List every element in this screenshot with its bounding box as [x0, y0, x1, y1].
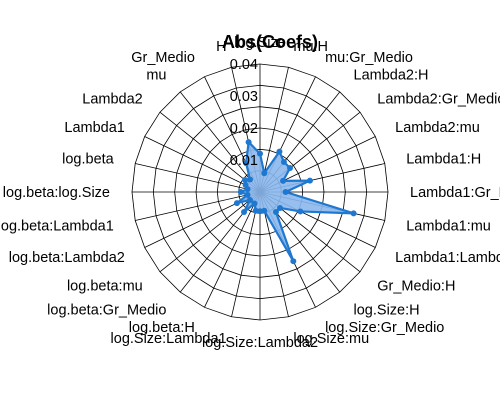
radial-ticks: 0.01 0.02 0.03 0.04	[230, 57, 258, 169]
axis-label: Lambda1:H	[406, 152, 481, 168]
grid-spoke	[179, 91, 261, 193]
data-point	[233, 200, 240, 207]
radar-series	[233, 139, 357, 265]
data-point	[290, 258, 297, 265]
data-point	[245, 139, 252, 146]
axis-label: log.beta:Lambda2	[9, 250, 125, 266]
data-point	[287, 165, 294, 172]
axis-label: log.Size	[234, 35, 286, 51]
axis-label: Lambda2:mu	[395, 120, 480, 136]
grid-spoke	[204, 191, 261, 308]
tick-label: 0.02	[230, 121, 258, 137]
data-point	[261, 170, 268, 177]
tick-label: 0.01	[230, 153, 258, 169]
data-point	[297, 208, 304, 215]
axis-label: Lambda1:Gr_Medio	[410, 185, 500, 201]
grid-spoke	[135, 163, 261, 193]
data-point	[244, 191, 251, 198]
axis-label: log.beta:H	[129, 320, 195, 336]
axis-label: H	[216, 39, 226, 55]
axis-label: log.beta:mu	[67, 279, 143, 295]
grid-spoke	[144, 136, 261, 193]
axis-label: mu:H	[293, 39, 328, 55]
data-point	[282, 189, 289, 195]
data-point	[251, 200, 258, 207]
data-point	[276, 148, 283, 155]
data-point	[242, 182, 249, 189]
grid-spoke	[135, 191, 261, 221]
axis-label: mu:Gr_Medio	[325, 50, 413, 66]
grid-spoke	[159, 191, 261, 273]
data-point	[241, 177, 248, 184]
axis-label: Lambda1	[64, 120, 124, 136]
data-point	[247, 176, 254, 183]
axis-label: mu	[146, 68, 166, 84]
data-point	[306, 177, 313, 184]
axis-label: Gr_Medio	[131, 50, 195, 66]
axis-label: Lambda2:H	[354, 68, 429, 84]
tick-label: 0.03	[230, 89, 258, 105]
data-point	[280, 177, 287, 184]
axis-label: log.beta:Lambda1	[0, 218, 114, 234]
data-point	[252, 207, 259, 214]
axis-label: log.beta:Gr_Medio	[47, 302, 166, 318]
axis-label: log.beta	[62, 152, 115, 168]
data-point	[237, 189, 244, 195]
axis-label: log.Size:Gr_Medio	[325, 320, 444, 336]
axis-label: log.Size:Lambda1	[111, 331, 227, 347]
data-point	[241, 209, 248, 216]
chart-title: Abs(Coefs)	[222, 32, 318, 52]
data-point	[277, 204, 284, 211]
data-point	[243, 160, 250, 167]
tick-label: 0.04	[230, 57, 258, 73]
axis-label: log.Size:H	[354, 302, 420, 318]
axis-label: Lambda2:Gr_Medio	[377, 91, 500, 107]
data-point	[257, 150, 263, 157]
axis-label: log.Size:Lambda2	[202, 335, 318, 351]
axis-label: log.beta:log.Size	[3, 185, 110, 201]
data-point	[246, 196, 253, 203]
data-point	[280, 158, 287, 165]
axis-label: Lambda1:mu	[406, 218, 491, 234]
axis-label: Lambda2	[82, 91, 142, 107]
axis-label: Gr_Medio:H	[377, 279, 455, 295]
axis-label: Lambda1:Lambda2	[395, 250, 500, 266]
data-point	[350, 210, 357, 217]
data-point	[272, 209, 279, 216]
axis-label: log.Size:mu	[293, 331, 369, 347]
